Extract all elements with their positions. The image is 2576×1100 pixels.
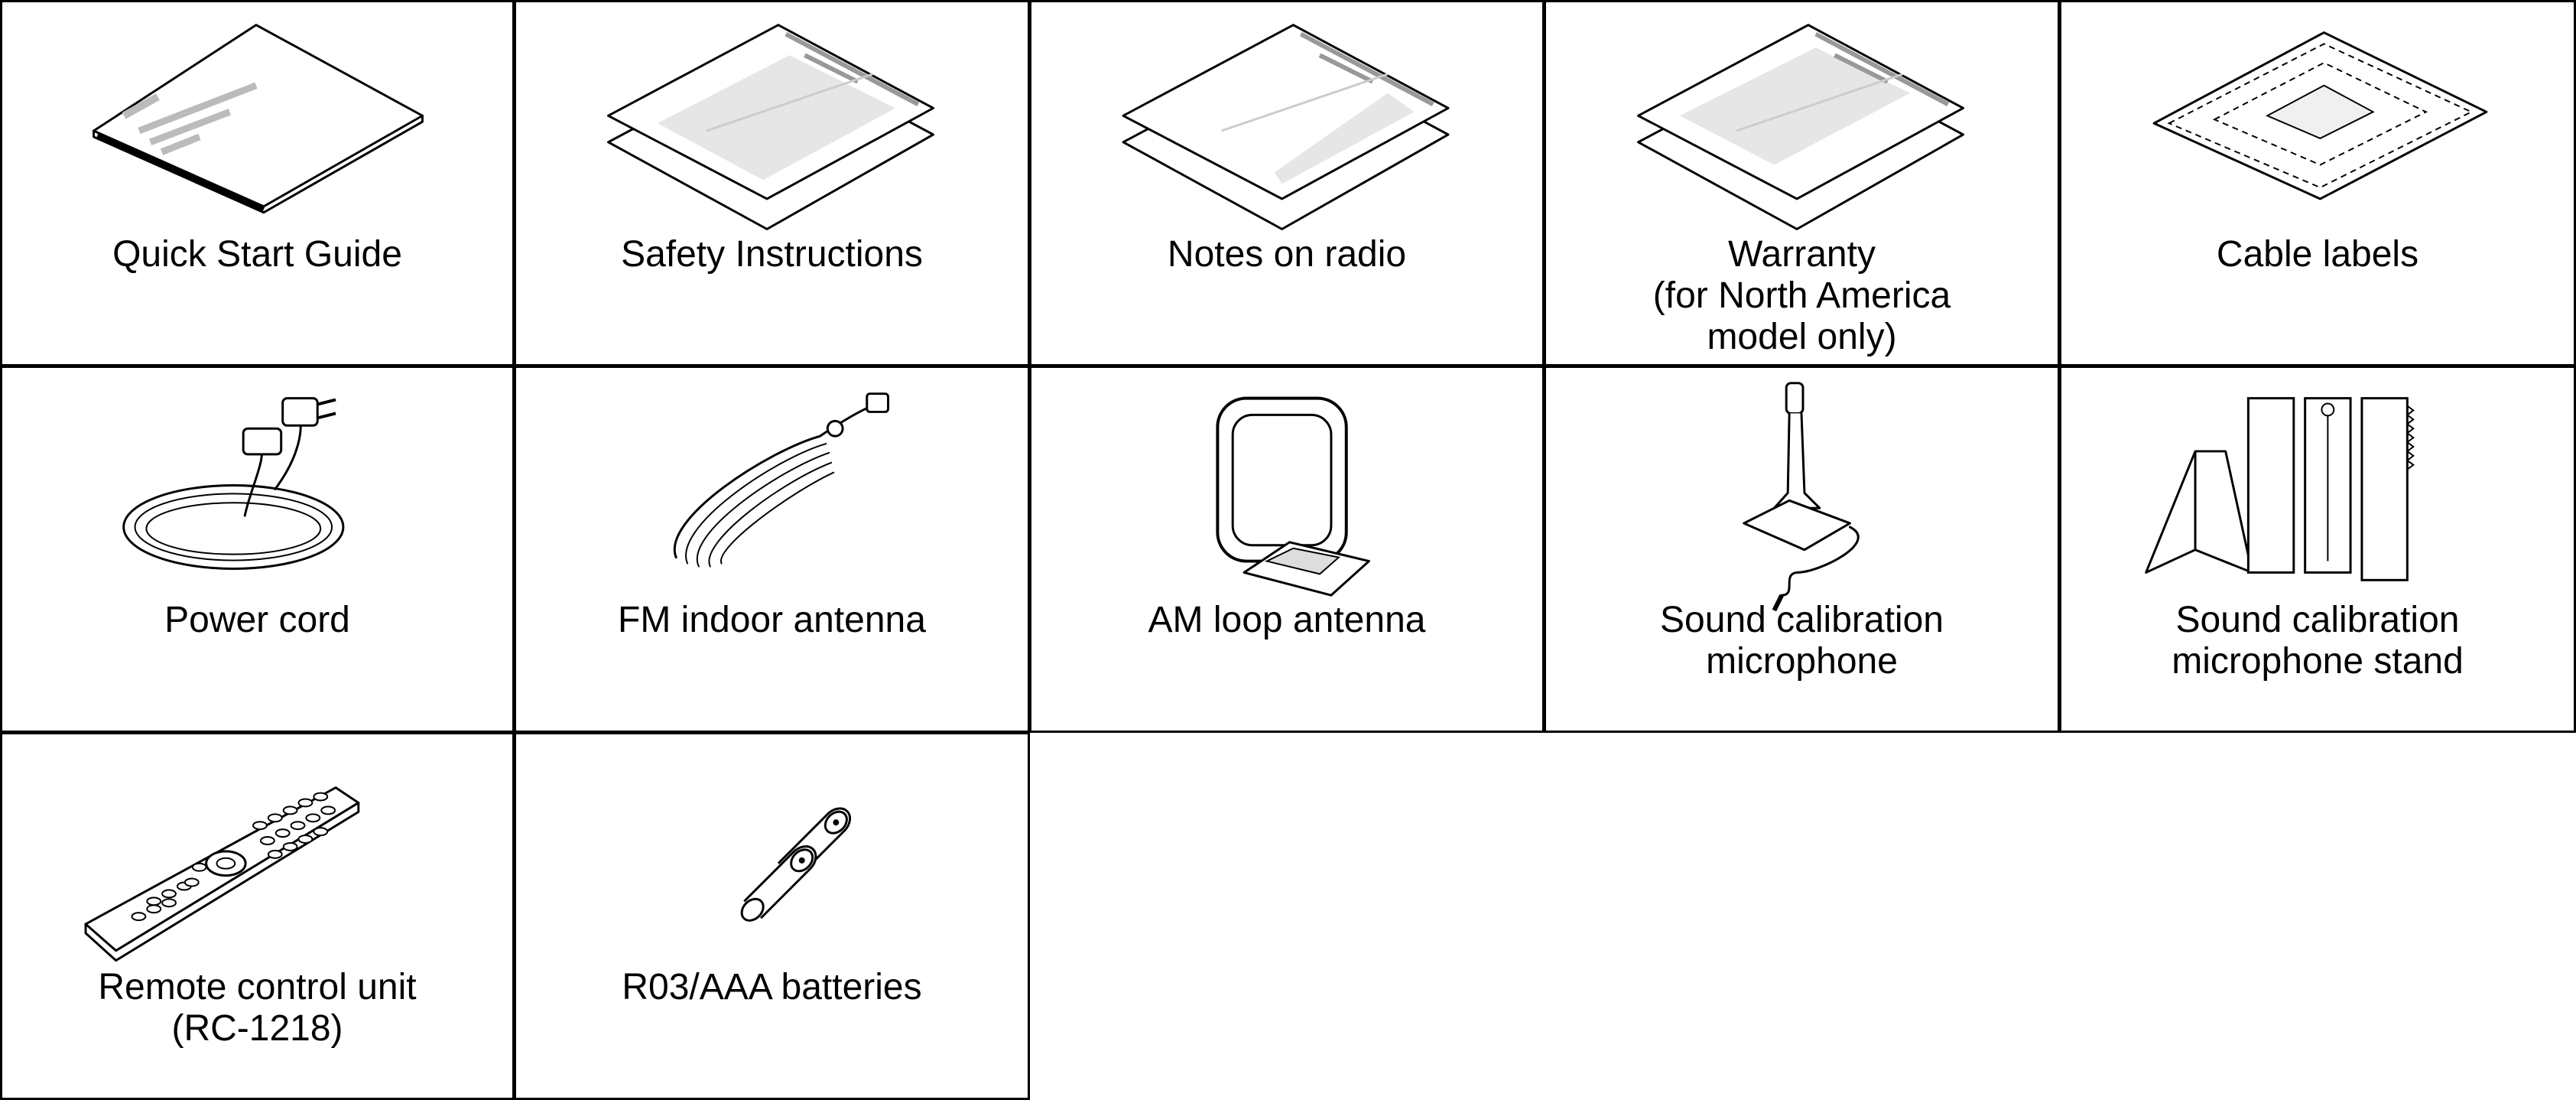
accessory-label-line: Remote control unit bbox=[98, 967, 417, 1007]
accessory-cell-quick-start-guide: Quick Start Guide bbox=[0, 0, 515, 366]
accessory-label-line: R03/AAA batteries bbox=[622, 967, 922, 1007]
accessory-cell-am-loop-antenna: AM loop antenna bbox=[1029, 366, 1545, 733]
accessory-label: AM loop antenna bbox=[1031, 600, 1542, 641]
accessory-label: R03/AAA batteries bbox=[516, 967, 1028, 1008]
accessory-label: Safety Instructions bbox=[516, 234, 1028, 275]
accessory-cell-cable-labels: Cable labels bbox=[2059, 0, 2576, 366]
accessory-cell-notes-on-radio: Notes on radio bbox=[1029, 0, 1545, 366]
am-loop-antenna-icon bbox=[1031, 368, 1542, 622]
microphone-stand-icon bbox=[2061, 368, 2574, 622]
accessory-label: Power cord bbox=[2, 600, 512, 641]
accessory-label-line: (for North America bbox=[1652, 275, 1951, 316]
accessory-cell-fm-indoor-antenna: FM indoor antenna bbox=[514, 366, 1030, 733]
accessory-label-line: Sound calibration bbox=[2175, 600, 2460, 641]
fm-antenna-icon bbox=[516, 368, 1028, 622]
microphone-icon bbox=[1546, 368, 2058, 622]
folded-sheet-icon bbox=[1546, 2, 2058, 255]
accessory-label-line: AM loop antenna bbox=[1148, 600, 1426, 641]
accessory-cell-safety-instructions: Safety Instructions bbox=[514, 0, 1030, 366]
accessory-label-line: Quick Start Guide bbox=[112, 233, 402, 275]
accessory-label: Notes on radio bbox=[1031, 234, 1542, 275]
power-cord-icon bbox=[2, 368, 512, 622]
batteries-icon bbox=[516, 734, 1028, 989]
accessory-label-line: microphone bbox=[1706, 641, 1898, 682]
accessory-label-line: Warranty bbox=[1728, 233, 1876, 275]
folded-sheet-icon bbox=[516, 2, 1028, 255]
accessory-label-line: Power cord bbox=[164, 600, 350, 641]
accessory-label-line: FM indoor antenna bbox=[618, 600, 926, 641]
accessory-label-line: Sound calibration bbox=[1660, 600, 1944, 641]
accessory-label: Quick Start Guide bbox=[2, 234, 512, 275]
accessory-label-line: model only) bbox=[1707, 316, 1897, 357]
remote-control-icon bbox=[2, 734, 512, 989]
accessory-cell-power-cord: Power cord bbox=[0, 366, 515, 733]
label-sheet-icon bbox=[2061, 2, 2574, 255]
accessory-label-line: Safety Instructions bbox=[621, 233, 923, 275]
accessory-label: Remote control unit(RC-1218) bbox=[2, 967, 512, 1050]
accessory-cell-remote-control-unit: Remote control unit(RC-1218) bbox=[0, 732, 515, 1100]
accessory-label-line: (RC-1218) bbox=[171, 1008, 343, 1049]
accessory-label-line: microphone stand bbox=[2172, 641, 2464, 682]
folded-sheet-icon bbox=[1031, 2, 1542, 255]
accessory-label: FM indoor antenna bbox=[516, 600, 1028, 641]
accessory-label-line: Notes on radio bbox=[1167, 233, 1407, 275]
accessory-label-line: Cable labels bbox=[2216, 233, 2419, 275]
booklet-icon bbox=[2, 2, 512, 255]
accessory-label: Cable labels bbox=[2061, 234, 2574, 275]
accessory-cell-batteries: R03/AAA batteries bbox=[514, 732, 1030, 1100]
